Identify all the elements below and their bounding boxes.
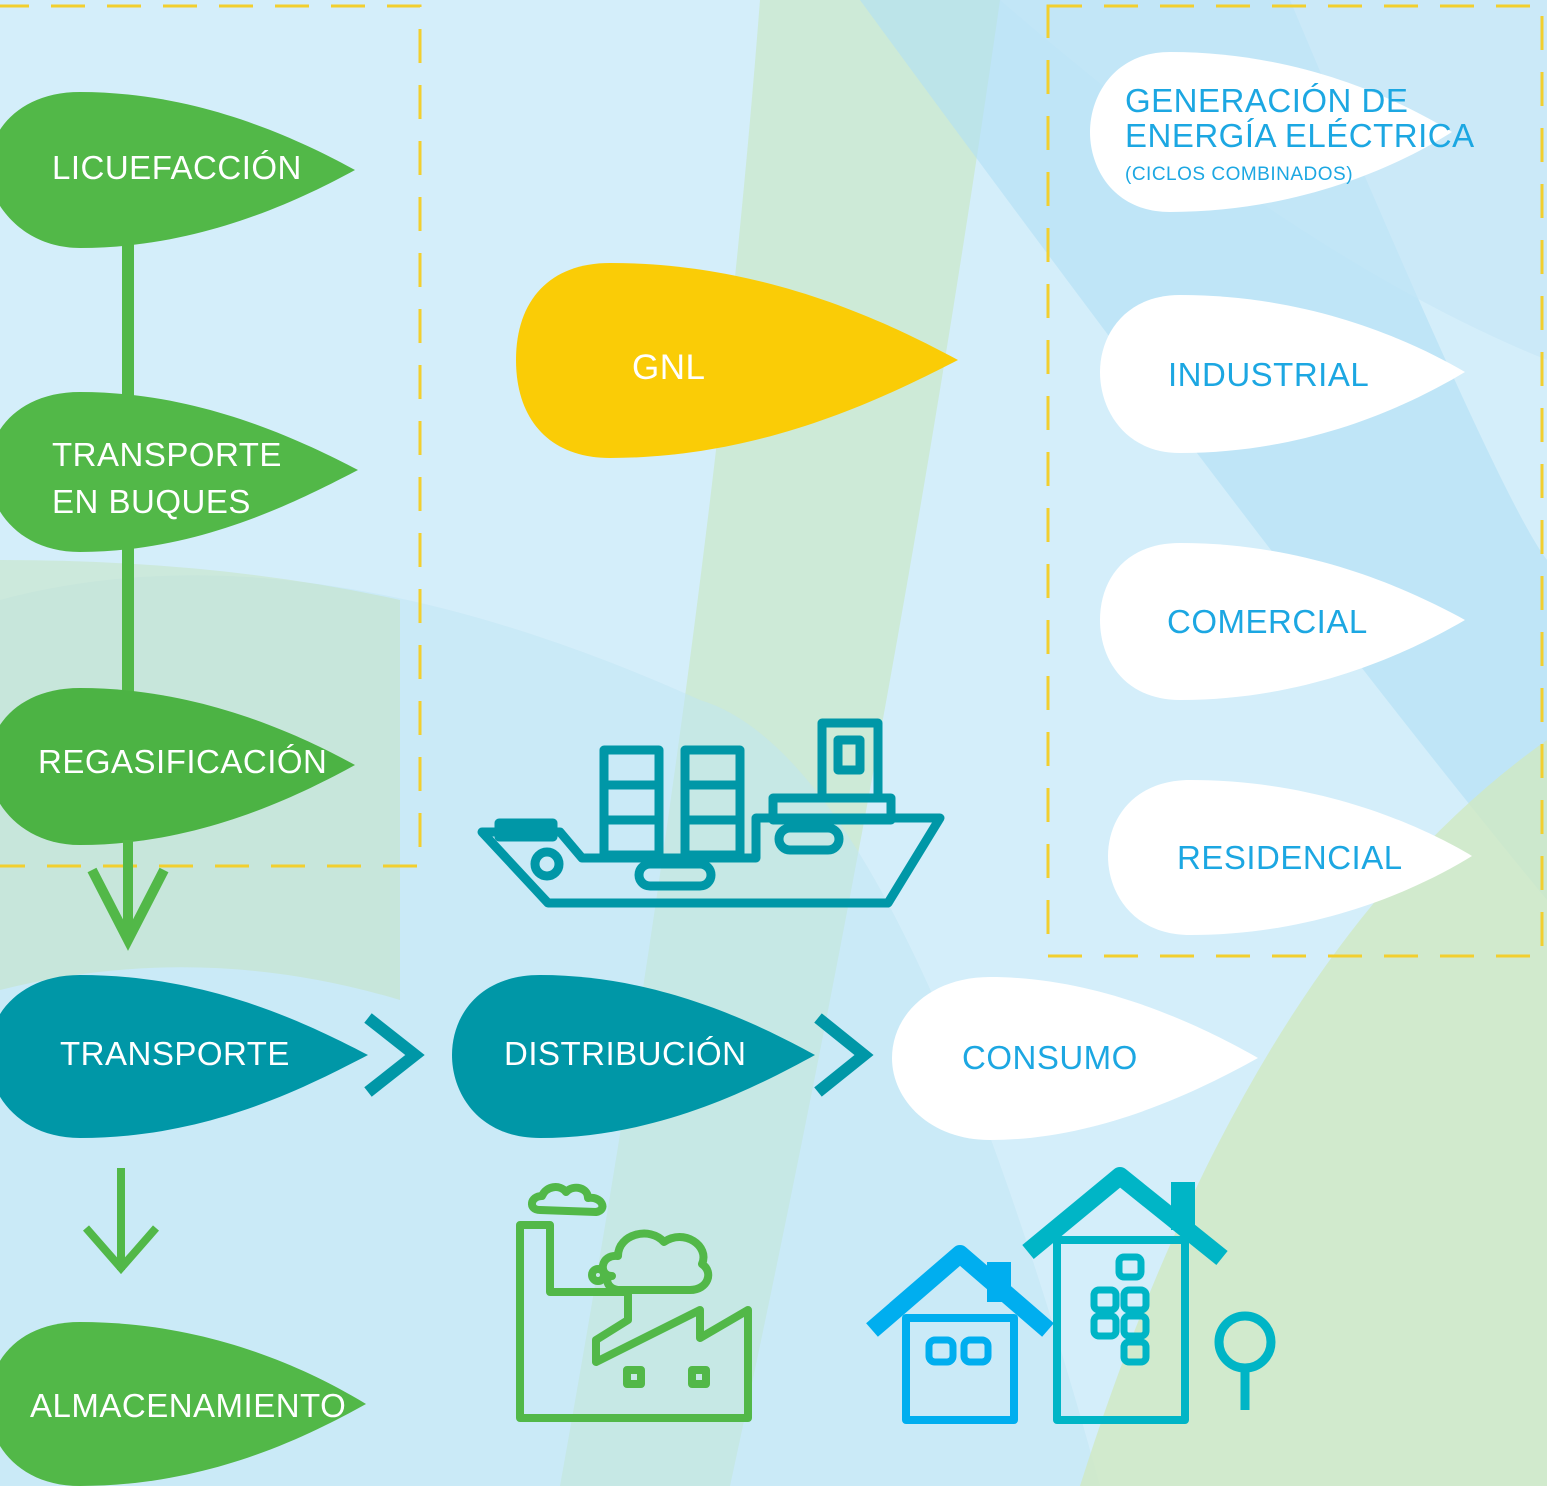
label-lng: GNL: [632, 348, 706, 387]
houses-icon: [866, 1167, 1276, 1424]
drop-transport: [0, 975, 368, 1138]
chevron-right-icon: [814, 1013, 874, 1097]
label-power-note: (CICLOS COMBINADOS): [1125, 164, 1354, 185]
label-residential: RESIDENCIAL: [1177, 839, 1403, 876]
label-power-line2: ENERGÍA ELÉCTRICA: [1125, 117, 1475, 154]
chevron-right-icon: [364, 1013, 425, 1097]
drop-ship-transport: [0, 392, 358, 552]
label-power-line1: GENERACIÓN DE: [1125, 82, 1409, 119]
drop-residential: [1108, 780, 1472, 935]
label-liquefaction: LICUEFACCIÓN: [52, 149, 302, 186]
uses-frame: [1046, 4, 1544, 958]
label-ship-transport-line2: EN BUQUES: [52, 483, 251, 520]
upstream-frame: [0, 4, 422, 868]
drop-distribution: [452, 975, 815, 1138]
label-consumption: CONSUMO: [962, 1039, 1138, 1076]
drop-lng: [516, 263, 958, 458]
drop-regasification: [0, 688, 355, 845]
drop-power-generation: [1090, 52, 1452, 212]
label-transport: TRANSPORTE: [60, 1035, 290, 1072]
ship-icon: [477, 718, 945, 908]
down-arrow-icon: [82, 1225, 160, 1275]
label-ship-transport-line1: TRANSPORTE: [52, 436, 282, 473]
label-distribution: DISTRIBUCIÓN: [504, 1035, 747, 1072]
drop-industrial: [1100, 295, 1465, 453]
drop-storage: [0, 1322, 366, 1486]
drop-commercial: [1100, 543, 1465, 700]
factory-icon: [516, 1183, 752, 1422]
label-storage: ALMACENAMIENTO: [30, 1387, 347, 1424]
drop-liquefaction: [0, 92, 355, 248]
label-regasification: REGASIFICACIÓN: [38, 743, 328, 780]
drop-consumption: [892, 977, 1258, 1140]
label-commercial: COMERCIAL: [1167, 603, 1368, 640]
label-industrial: INDUSTRIAL: [1168, 356, 1370, 393]
